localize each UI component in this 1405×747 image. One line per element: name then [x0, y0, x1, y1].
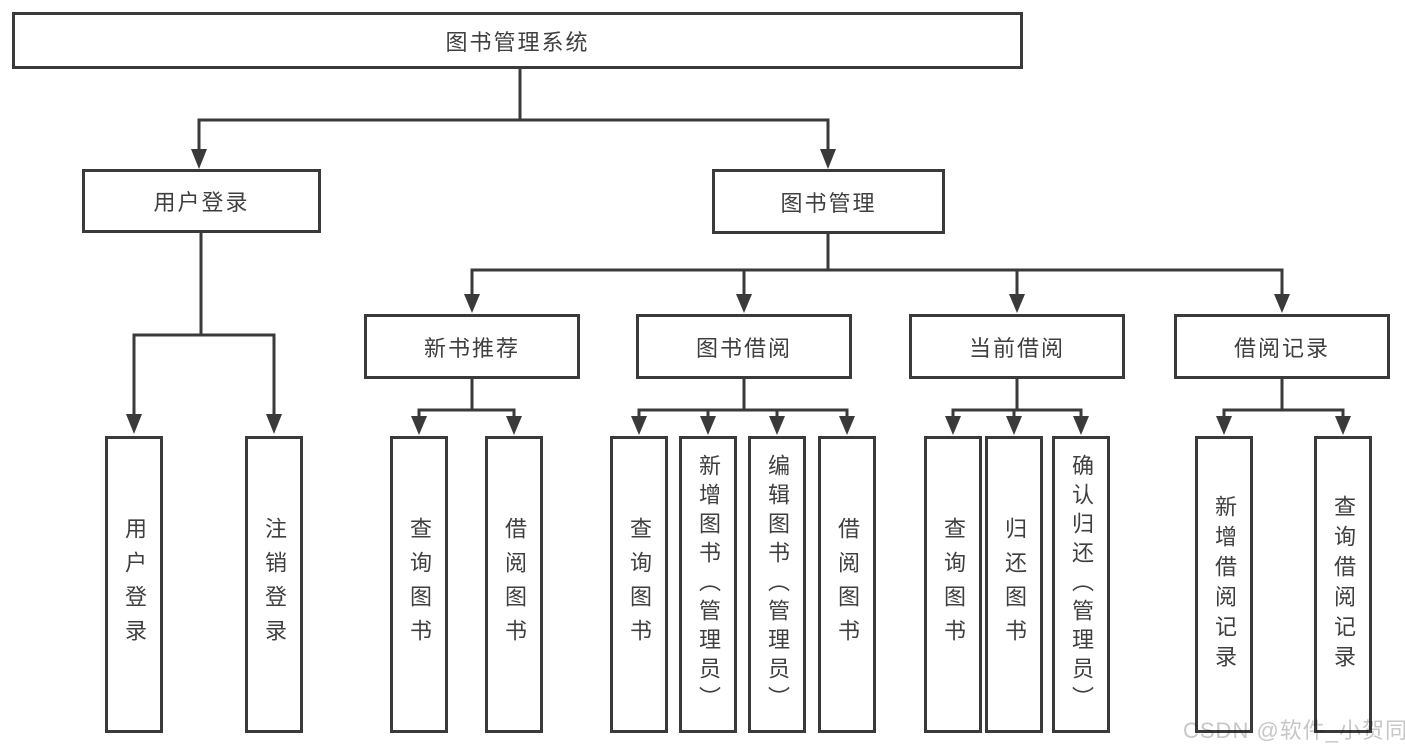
- leaf-add-book-admin: 新增图书（管理员）: [679, 436, 737, 733]
- leaf-user-login: 用户登录: [105, 436, 163, 733]
- leaf-borrow-books-recommend: 借阅图书: [485, 436, 543, 733]
- node-new-book-recommendation: 新书推荐: [364, 314, 580, 379]
- watermark-text: CSDN @软件_小贺同学: [1183, 718, 1405, 743]
- leaf-borrow-books-borrow: 借阅图书: [818, 436, 876, 733]
- node-user-login: 用户登录: [82, 169, 321, 233]
- node-current-borrowing: 当前借阅: [909, 314, 1125, 379]
- leaf-query-borrow-record: 查询借阅记录: [1314, 436, 1372, 733]
- leaf-confirm-return-admin: 确认归还（管理员）: [1052, 436, 1110, 733]
- node-borrowing-records: 借阅记录: [1174, 314, 1390, 379]
- node-library-management-system: 图书管理系统: [12, 12, 1023, 69]
- leaf-return-book: 归还图书: [985, 436, 1043, 733]
- leaf-edit-book-admin: 编辑图书（管理员）: [748, 436, 806, 733]
- leaf-query-books-current: 查询图书: [924, 436, 982, 733]
- node-book-borrowing: 图书借阅: [636, 314, 852, 379]
- leaf-query-books-recommend: 查询图书: [390, 436, 448, 733]
- leaf-logout: 注销登录: [245, 436, 303, 733]
- leaf-add-borrow-record: 新增借阅记录: [1195, 436, 1253, 733]
- node-book-management: 图书管理: [712, 169, 945, 234]
- leaf-query-books-borrow: 查询图书: [610, 436, 668, 733]
